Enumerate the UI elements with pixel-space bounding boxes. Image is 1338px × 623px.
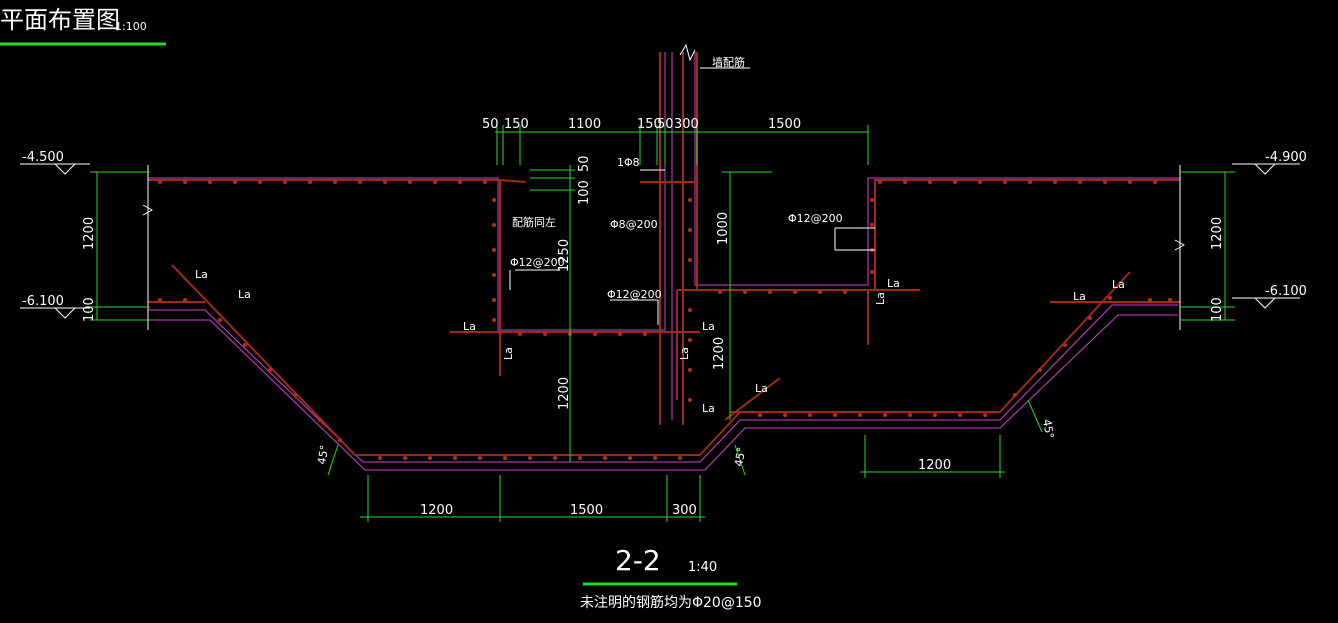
dim-left-100: 100 [82, 297, 97, 322]
label-wall-bar: 墙配筋 [712, 55, 745, 69]
la-label: La [887, 277, 900, 290]
plan-title: 平面布置图 [0, 6, 120, 34]
dim-pit-100: 100 [577, 180, 592, 205]
rebar-leaders [509, 67, 875, 325]
angle-45-right: 45° [1040, 418, 1056, 439]
la-label: La [195, 268, 208, 281]
dim-pit-1200: 1200 [557, 377, 572, 410]
label-phi12-right: Φ12@200 [788, 212, 843, 225]
la-label: La [755, 382, 768, 395]
dim-1100: 1100 [568, 117, 601, 132]
dim-pit-1250: 1250 [557, 239, 572, 272]
outer-walls [142, 43, 1186, 330]
label-phi12-mid: Φ12@200 [607, 288, 662, 301]
elevation-markers [20, 163, 1300, 319]
la-label: La [238, 288, 251, 301]
concrete-outline [148, 52, 1180, 471]
dim-right-100: 100 [1210, 297, 1225, 322]
label-phi12-left: Φ12@200 [510, 256, 565, 269]
elevation-top-right: -4.900 [1265, 150, 1307, 165]
angle-45-mid: 45° [732, 446, 748, 467]
la-label: La [1112, 278, 1125, 291]
dim-50-right: 50 [657, 117, 674, 132]
dim-bottom-1500: 1500 [570, 503, 603, 518]
dim-50-left: 50 [482, 117, 499, 132]
rebar-lines [148, 52, 1180, 456]
elevation-mid-left: -6.100 [22, 294, 64, 309]
la-label: La [463, 320, 476, 333]
angle-45-left: 45° [315, 444, 331, 465]
la-label: La [502, 347, 515, 360]
dimension-lines [90, 125, 1235, 522]
la-label: La [702, 402, 715, 415]
dim-mid-1200: 1200 [712, 337, 727, 370]
label-phi8-200: Φ8@200 [610, 218, 658, 231]
rebar-note: 未注明的钢筋均为Φ20@150 [580, 594, 762, 611]
section-label: 2-2 [615, 544, 661, 577]
dim-pit-50: 50 [577, 155, 592, 172]
la-label: La [678, 347, 691, 360]
rebar-dots [158, 180, 1172, 460]
dim-150-left: 150 [504, 117, 529, 132]
label-phi8: 1Φ8 [617, 156, 640, 169]
la-label: La [1073, 290, 1086, 303]
dim-300-top: 300 [674, 117, 699, 132]
la-label: La [702, 320, 715, 333]
label-same-left: 配筋同左 [512, 215, 556, 229]
elevation-mid-right: -6.100 [1265, 284, 1307, 299]
dim-1500-top: 1500 [768, 117, 801, 132]
dim-bottom-300: 300 [672, 503, 697, 518]
dim-right-bottom-1200: 1200 [918, 458, 951, 473]
plan-title-scale: 1:100 [115, 20, 147, 33]
dim-right-1000: 1000 [716, 212, 731, 245]
dim-150-right: 150 [637, 117, 662, 132]
la-label: La [874, 292, 887, 305]
dim-right-1200: 1200 [1210, 217, 1225, 250]
dim-left-1200: 1200 [82, 217, 97, 250]
dim-bottom-1200: 1200 [420, 503, 453, 518]
elevation-top-left: -4.500 [22, 150, 64, 165]
section-scale: 1:40 [688, 560, 717, 575]
